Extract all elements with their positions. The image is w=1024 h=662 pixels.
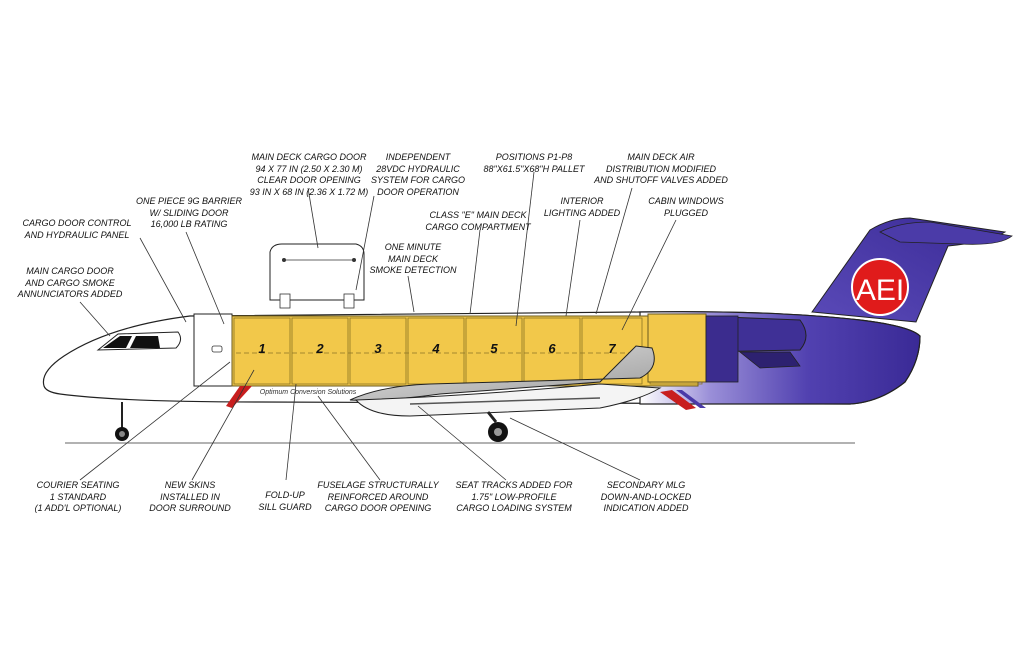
pallet-label-2: 2 [315, 341, 324, 356]
cargo-door-latch-right [343, 293, 355, 309]
pallet-label-5: 5 [490, 341, 498, 356]
fuselage-text: Optimum Conversion Solutions [260, 389, 357, 396]
logo-text: AEI [856, 274, 904, 307]
callout-barrier: ONE PIECE 9G BARRIER W/ SLIDING DOOR 16,… [135, 196, 243, 229]
nose-landing-gear [115, 402, 129, 441]
callout-air-distribution: MAIN DECK AIR DISTRIBUTION MODIFIED AND … [594, 152, 728, 185]
callout-positions: POSITIONS P1-P8 88"X61.5"X68"H PALLET [483, 152, 585, 174]
engine-pylon [738, 351, 801, 369]
leader-lines [79, 171, 677, 481]
pallet-label-4: 4 [431, 341, 440, 356]
callout-interior-lighting: INTERIOR LIGHTING ADDED [543, 196, 621, 218]
aft-cargo-bay [647, 313, 707, 383]
callout-class-e: CLASS "E" MAIN DECK CARGO COMPARTMENT [425, 210, 531, 232]
callout-sill-guard: FOLD-UP SILL GUARD [258, 490, 312, 512]
callout-smoke-detection: ONE MINUTE MAIN DECK SMOKE DETECTION [369, 242, 457, 275]
pallet-label-3: 3 [374, 341, 382, 356]
callout-seat-tracks: SEAT TRACKS ADDED FOR 1.75" LOW-PROFILE … [455, 480, 573, 513]
logo-circle [851, 258, 909, 316]
pallet-label-6: 6 [548, 341, 556, 356]
flap-track [409, 397, 601, 405]
callout-hydraulic: INDEPENDENT 28VDC HYDRAULIC SYSTEM FOR C… [370, 152, 465, 197]
callout-secondary-mlg: SECONDARY MLG DOWN-AND-LOCKED INDICATION… [600, 480, 692, 513]
wing-root-fairing [354, 383, 662, 417]
callout-new-skins: NEW SKINS INSTALLED IN DOOR SURROUND [149, 480, 231, 513]
livery-stripe-aft [660, 390, 696, 410]
callout-cargo-door-control: CARGO DOOR CONTROL AND HYDRAULIC PANEL [22, 218, 132, 240]
aft-bulkhead [705, 315, 739, 383]
cargo-door-hinge-left [282, 258, 286, 262]
callout-fuselage-reinforced: FUSELAGE STRUCTURALLY REINFORCED AROUND … [317, 480, 439, 513]
callout-cargo-door: MAIN DECK CARGO DOOR 94 X 77 IN (2.50 X … [249, 152, 369, 197]
main-deck-cargo-door [269, 243, 365, 301]
pallet-label-7: 7 [608, 341, 616, 356]
callout-courier-seating: COURIER SEATING 1 STANDARD (1 ADD'L OPTI… [34, 480, 122, 513]
pallet-position-3 [349, 317, 407, 385]
cockpit-window-right [130, 336, 160, 348]
callout-smoke-annunciators: MAIN CARGO DOOR AND CARGO SMOKE ANNUNCIA… [17, 266, 123, 299]
cargo-door-latch-left [279, 293, 291, 309]
horizontal-stabilizer [879, 221, 1013, 245]
main-landing-gear [486, 411, 508, 442]
door-surround-handle [211, 345, 223, 353]
pallet-label-1: 1 [258, 341, 265, 356]
cockpit-window-left [103, 336, 132, 348]
callout-cabin-windows: CABIN WINDOWS PLUGGED [648, 196, 724, 218]
pallet-position-1 [233, 317, 291, 385]
livery-stripe-aft-2 [676, 390, 706, 408]
cargo-door-hinge-right [352, 258, 356, 262]
pallet-position-2 [291, 317, 349, 385]
